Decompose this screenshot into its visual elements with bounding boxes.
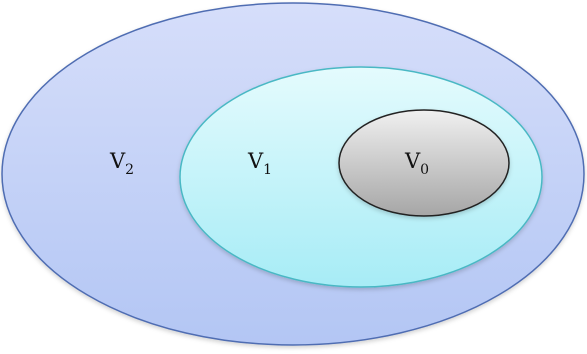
set-v0-label: V0 <box>404 149 429 178</box>
set-v1-letter: V <box>247 149 264 173</box>
set-v0-letter: V <box>404 149 421 173</box>
set-v0-ellipse <box>338 109 510 217</box>
set-v2-subscript: 2 <box>125 162 134 178</box>
set-v1-label: V1 <box>247 149 272 178</box>
set-v2-letter: V <box>109 149 126 173</box>
set-v0-subscript: 0 <box>420 162 429 178</box>
set-v2-label: V2 <box>109 149 134 178</box>
set-v1-subscript: 1 <box>263 162 272 178</box>
